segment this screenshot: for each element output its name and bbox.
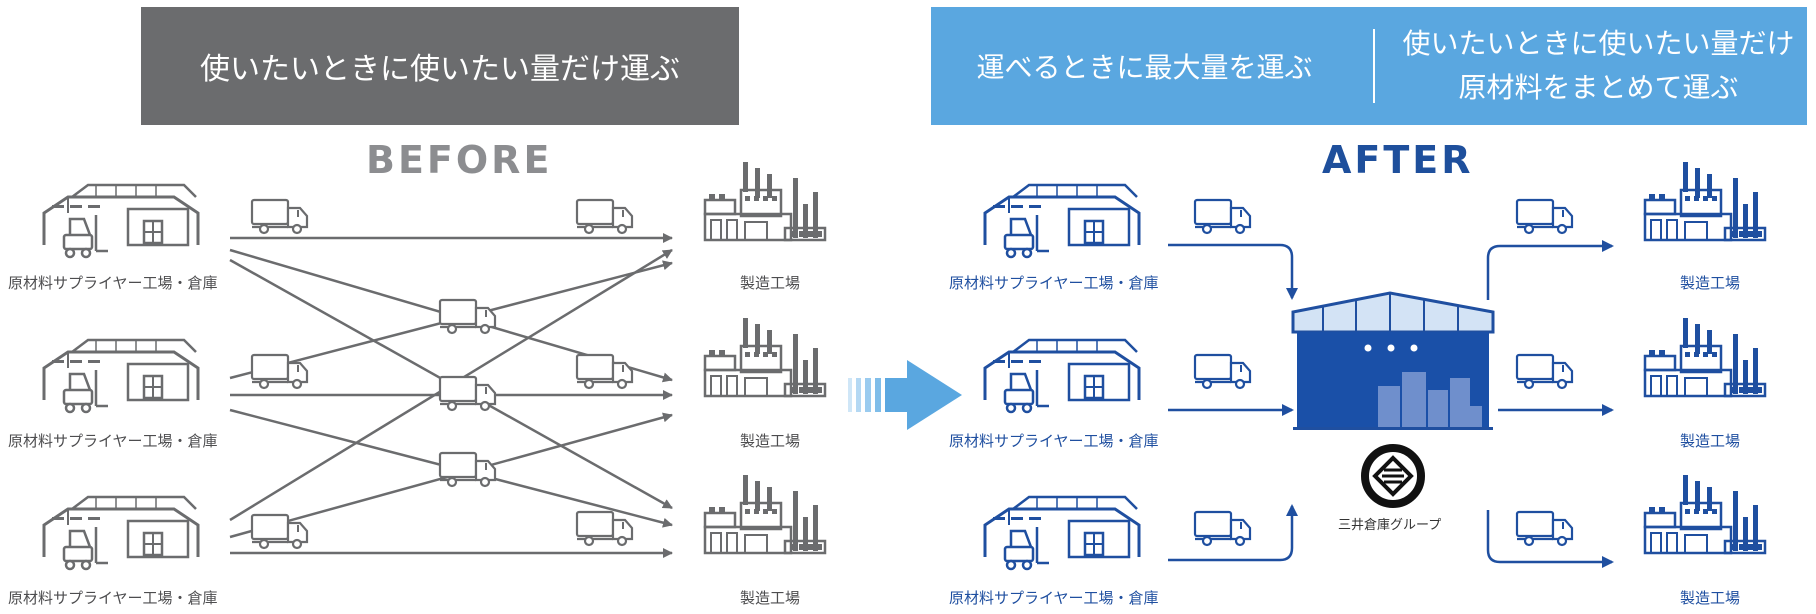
supplier-label: 原材料サプライヤー工場・倉庫: [949, 432, 1159, 450]
truck-icon: [438, 375, 497, 412]
after-banner-divider: [1373, 29, 1375, 103]
truck-icon: [250, 513, 309, 550]
route-arrow: [1486, 510, 1614, 568]
truck-icon: [438, 451, 497, 488]
truck-icon: [250, 198, 309, 235]
warehouse-icon: [34, 495, 208, 573]
warehouse-icon: [975, 495, 1149, 573]
before-banner-text: 使いたいときに使いたい量だけ運ぶ: [200, 52, 680, 87]
factory-label: 製造工場: [1680, 432, 1741, 450]
factory-icon: [703, 473, 827, 555]
after-banner: 運べるときに最大量を運ぶ 使いたいときに使いたい量だけ 原材料をまとめて運ぶ: [931, 7, 1807, 125]
factory-label: 製造工場: [1680, 274, 1741, 292]
truck-icon: [1193, 510, 1252, 547]
factory-label: 製造工場: [1680, 589, 1741, 607]
after-banner-right-line2: 原材料をまとめて運ぶ: [1458, 71, 1739, 104]
after-banner-left-text: 運べるときに最大量を運ぶ: [976, 51, 1313, 84]
hub-label: 三井倉庫グループ: [1338, 518, 1442, 533]
truck-icon: [1193, 198, 1252, 235]
warehouse-icon: [34, 183, 208, 261]
factory-icon: [1643, 160, 1767, 242]
truck-icon: [1515, 510, 1574, 547]
truck-icon: [1193, 353, 1252, 390]
supplier-label: 原材料サプライヤー工場・倉庫: [949, 589, 1159, 607]
supplier-label: 原材料サプライヤー工場・倉庫: [8, 274, 218, 292]
after-routes: [1168, 240, 1614, 568]
factory-label: 製造工場: [740, 432, 801, 450]
after-heading: AFTER: [1322, 138, 1474, 182]
after-banner-right-line1: 使いたいときに使いたい量だけ: [1402, 27, 1795, 60]
warehouse-icon: [34, 338, 208, 416]
mitsui-logo-icon: [1361, 444, 1425, 508]
truck-icon: [438, 298, 497, 335]
truck-icon: [575, 510, 634, 547]
truck-icon: [575, 198, 634, 235]
transition-arrow-icon: [848, 360, 962, 430]
route-arrow: [1486, 240, 1614, 300]
supplier-label: 原材料サプライヤー工場・倉庫: [949, 274, 1159, 292]
after-banner-right-text: 使いたいときに使いたい量だけ 原材料をまとめて運ぶ: [1391, 22, 1806, 110]
warehouse-icon: [975, 338, 1149, 416]
supplier-label: 原材料サプライヤー工場・倉庫: [8, 432, 218, 450]
before-banner: 使いたいときに使いたい量だけ運ぶ: [141, 7, 739, 125]
factory-label: 製造工場: [740, 274, 801, 292]
factory-icon: [1643, 316, 1767, 398]
truck-icon: [575, 353, 634, 390]
factory-icon: [1643, 473, 1767, 555]
route-arrow: [1168, 243, 1298, 300]
supplier-label: 原材料サプライヤー工場・倉庫: [8, 589, 218, 607]
warehouse-icon: [975, 183, 1149, 261]
hub-warehouse-icon: [1291, 291, 1495, 430]
truck-icon: [1515, 198, 1574, 235]
factory-label: 製造工場: [740, 589, 801, 607]
truck-icon: [1515, 353, 1574, 390]
before-heading: BEFORE: [366, 138, 553, 182]
route-arrow: [1168, 504, 1298, 562]
factory-icon: [703, 160, 827, 242]
factory-icon: [703, 316, 827, 398]
